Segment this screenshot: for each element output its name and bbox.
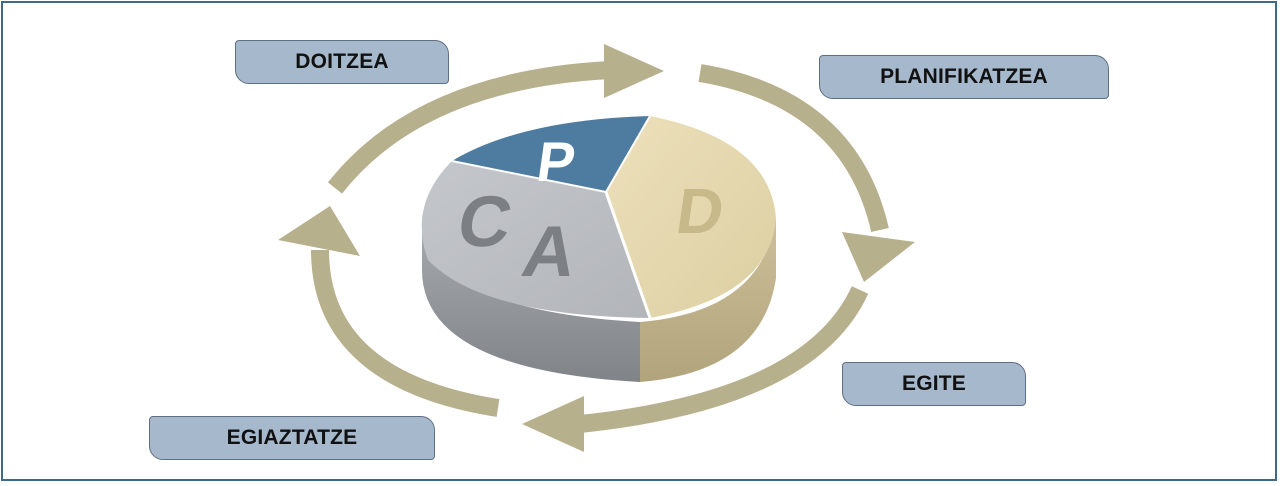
arrow-do-to-check <box>522 286 869 452</box>
label-plan-text: PLANIFIKATZEA <box>880 65 1048 88</box>
cycle-arrows <box>278 44 915 452</box>
arrow-check-to-adjust <box>278 206 500 417</box>
arrow-adjust-to-plan <box>327 44 664 194</box>
label-do: EGITE <box>842 362 1026 406</box>
label-do-text: EGITE <box>901 372 966 395</box>
pie-side-check-act <box>422 212 640 382</box>
label-adjust-text: DOITZEA <box>295 50 389 73</box>
pie-side-do <box>640 218 776 382</box>
pie-segment-do <box>606 116 776 318</box>
label-plan: PLANIFIKATZEA <box>819 55 1109 99</box>
label-adjust: DOITZEA <box>235 40 449 84</box>
letter-d: D <box>672 175 728 247</box>
label-check-text: EGIAZTATZE <box>226 426 358 449</box>
pie-segment-plan <box>452 116 650 192</box>
pdca-pie <box>421 115 776 382</box>
label-check: EGIAZTATZE <box>149 416 435 460</box>
letter-p: P <box>533 130 579 193</box>
arrow-plan-to-do <box>698 64 915 282</box>
pie-segment-check-act <box>421 161 650 318</box>
